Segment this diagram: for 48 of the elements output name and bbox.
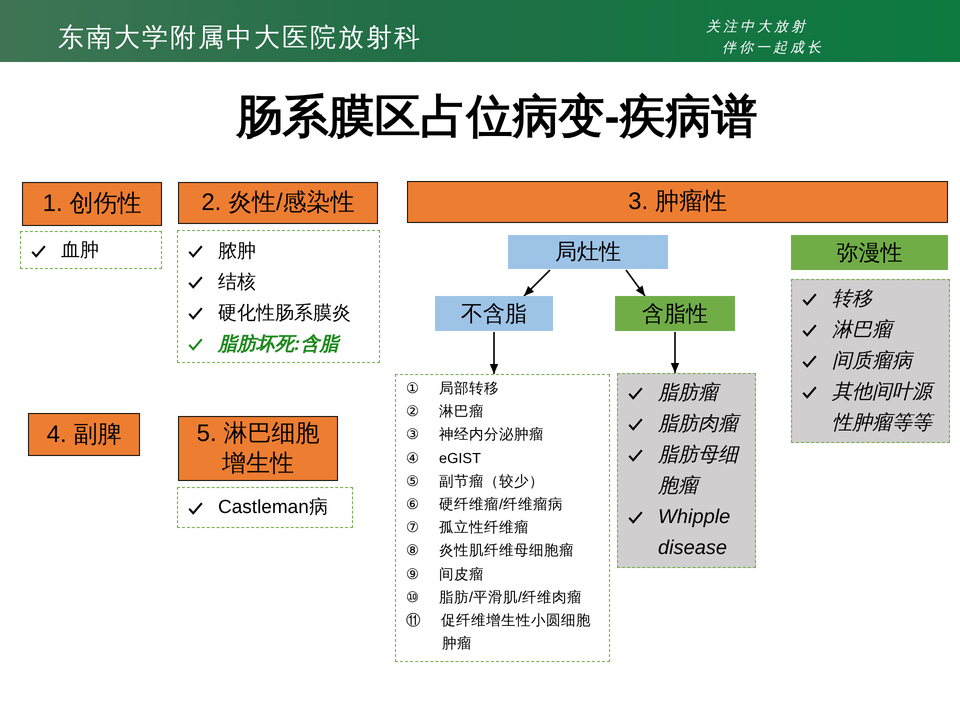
list-item: 脂肪坏死:含脂 [218,329,373,360]
list-item: ⑥ 硬纤维瘤/纤维瘤病 [406,496,564,516]
arrow [670,332,680,373]
category-header: 1. 创伤性 [22,182,162,226]
department-name: 东南大学附属中大医院放射科 [58,22,422,54]
list-item: 脓肿 [218,240,257,264]
list-item: ⑩ 脂肪/平滑肌/纤维肉瘤 [406,588,584,608]
disease-list-panel [617,373,756,568]
category-header: 5. 淋巴细胞增生性 [178,416,338,481]
disease-list-panel [177,230,380,363]
slogan-text: 伴你一起成长 [722,38,824,56]
category-header: 3. 肿瘤性 [407,181,948,223]
list-item: ⑪ 促纤维增生性小圆细胞肿瘤 [406,612,592,654]
subcategory-box: 含脂性 [615,296,735,331]
list-item: Whipple disease [658,505,732,561]
list-item: ① 局部转移 [406,380,500,399]
subcategory-box: 弥漫性 [791,235,948,270]
list-item: 血肿 [61,239,100,263]
list-item: ④ eGIST [406,450,482,469]
arrow [523,269,551,297]
category-header: 2. 炎性/感染性 [178,182,378,224]
subcategory-box: 局灶性 [508,235,668,269]
arrow [625,270,646,296]
disease-list-panel [20,231,162,269]
disease-list-panel [177,487,353,528]
slide-title: 肠系膜区占位病变-疾病谱 [236,89,758,144]
list-item: 转移 [832,287,874,312]
list-item: 其他间叶源性肿瘤等等 [832,377,943,439]
list-item: ⑦ 孤立性纤维瘤 [406,518,530,538]
list-item: 淋巴瘤 [832,315,943,346]
list-item: 脂肪肉瘤 [658,409,749,440]
list-item: ② 淋巴瘤 [406,402,486,422]
disease-list-panel [791,279,950,443]
list-item: Castleman病 [218,496,329,520]
list-item: ⑤ 副节瘤（较少） [406,472,546,492]
subcategory-box: 不含脂 [435,296,553,331]
list-item: 脂肪瘤 [658,378,749,409]
list-item: 脂肪母细胞瘤 [658,443,741,499]
arrow [490,332,498,374]
list-item: ⑨ 间皮瘤 [406,566,486,585]
disease-list-panel [395,374,610,662]
list-item: 结核 [218,271,257,295]
category-header: 4. 副脾 [28,413,140,456]
list-item: ⑧ 炎性肌纤维母细胞瘤 [406,542,576,562]
list-item: 硬化性肠系膜炎 [218,302,352,326]
list-item: ③ 神经内分泌肿瘤 [406,426,546,446]
list-item: 间质瘤病 [832,349,915,374]
slogan-text: 关注中大放射 [706,17,808,35]
